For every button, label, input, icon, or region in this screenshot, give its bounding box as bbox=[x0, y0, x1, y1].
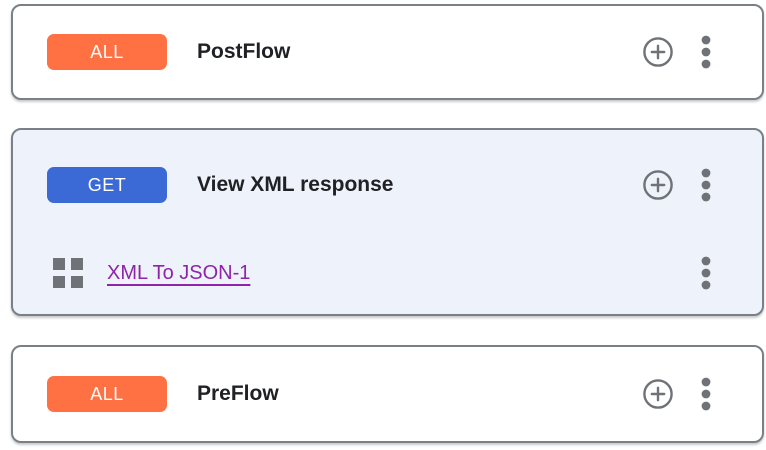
kebab-menu-icon bbox=[700, 168, 712, 202]
method-badge: ALL bbox=[47, 34, 167, 70]
policy-more-options-button[interactable] bbox=[700, 256, 712, 290]
kebab-menu-icon bbox=[700, 377, 712, 411]
plus-circle-icon bbox=[642, 378, 674, 410]
flow-title: View XML response bbox=[197, 173, 394, 196]
policy-link[interactable]: XML To JSON-1 bbox=[107, 261, 251, 284]
plus-circle-icon bbox=[642, 169, 674, 201]
flow-card-view-xml-response: GET View XML response bbox=[11, 128, 764, 316]
flow-more-options-button[interactable] bbox=[700, 168, 712, 202]
add-policy-step-button[interactable] bbox=[642, 378, 674, 410]
add-policy-step-button[interactable] bbox=[642, 169, 674, 201]
flow-more-options-button[interactable] bbox=[700, 35, 712, 69]
flow-card-header: ALL PreFlow bbox=[13, 347, 762, 441]
kebab-menu-icon bbox=[700, 35, 712, 69]
flow-title: PreFlow bbox=[197, 382, 279, 405]
flow-card-postflow: ALL PostFlow bbox=[11, 4, 764, 100]
flow-card-header: ALL PostFlow bbox=[13, 6, 762, 98]
flow-title: PostFlow bbox=[197, 40, 291, 63]
drag-handle-icon[interactable] bbox=[53, 258, 83, 288]
flow-card-preflow: ALL PreFlow bbox=[11, 345, 764, 443]
flow-more-options-button[interactable] bbox=[700, 377, 712, 411]
plus-circle-icon bbox=[642, 36, 674, 68]
add-policy-step-button[interactable] bbox=[642, 36, 674, 68]
flow-card-header: GET View XML response bbox=[13, 130, 762, 240]
kebab-menu-icon bbox=[700, 256, 712, 290]
policy-step-row: XML To JSON-1 bbox=[13, 240, 762, 306]
method-badge: GET bbox=[47, 167, 167, 203]
method-badge: ALL bbox=[47, 376, 167, 412]
